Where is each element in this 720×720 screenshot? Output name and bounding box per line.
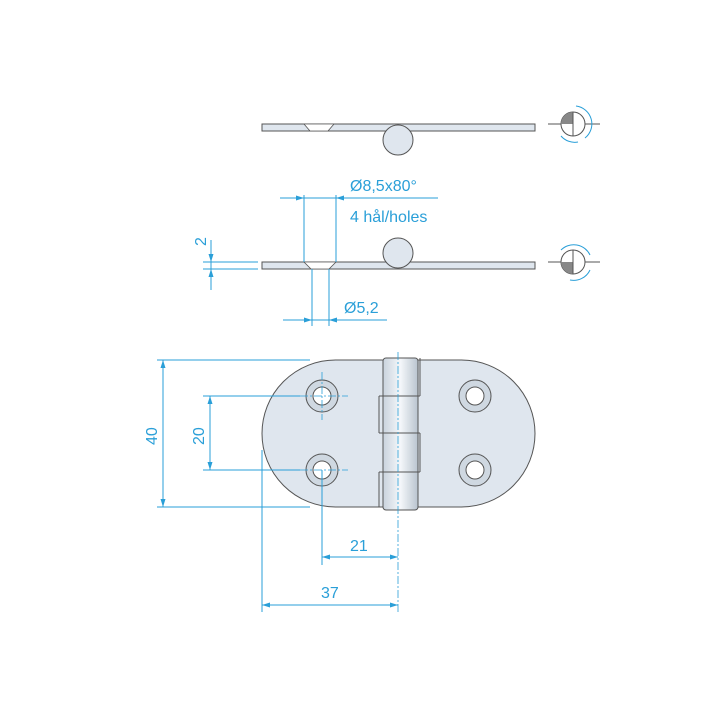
rotation-symbol-icon: [548, 105, 600, 143]
knuckle: [378, 357, 421, 511]
rotation-symbol-icon: [548, 244, 600, 281]
holes-label: 4 hål/holes: [350, 208, 427, 226]
countersink-label: Ø8,5x80°: [350, 178, 417, 195]
thickness-label: 2: [193, 237, 210, 246]
hole-diameter-label: Ø5,2: [344, 300, 379, 317]
height-label: 40: [144, 427, 161, 445]
edge-to-axis-label: 37: [321, 585, 339, 602]
side-view-bottom: Ø8,5x80° 4 hål/holes Ø5,2 2: [193, 178, 600, 326]
plan-view: 40 20 21 37: [144, 352, 536, 612]
side-view-top: [261, 105, 600, 156]
hole-spacing-label: 20: [191, 427, 208, 445]
hole-to-axis-label: 21: [350, 538, 368, 555]
